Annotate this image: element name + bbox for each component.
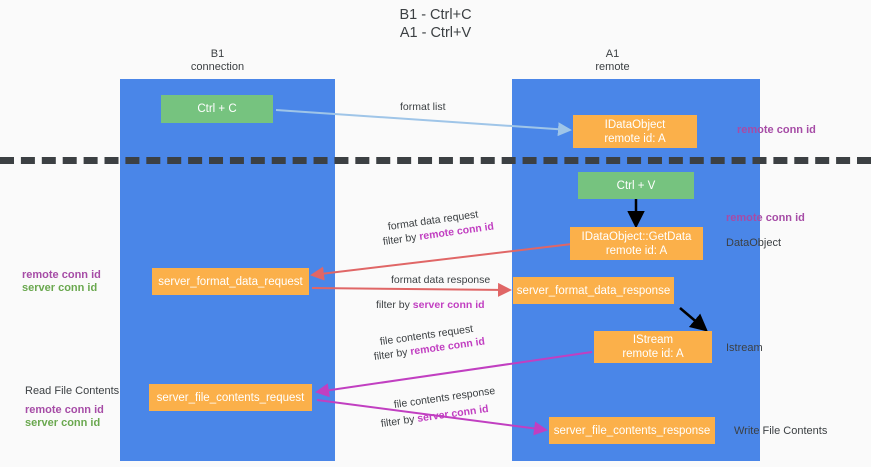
title-line-1: B1 - Ctrl+C [399, 7, 472, 23]
node-server-format-data-request[interactable]: server_format_data_request [152, 268, 309, 295]
phase-divider [0, 157, 871, 164]
diagram-title: B1 - Ctrl+C A1 - Ctrl+V [0, 6, 871, 42]
lane-header-right: A1 remote [545, 48, 680, 74]
annotation-left-server-conn-id-mid: server conn id [22, 282, 98, 294]
lane-left-role: connection [190, 61, 245, 73]
node-ctrl-c[interactable]: Ctrl + C [161, 95, 273, 123]
annotation-right-dataobject: DataObject [726, 237, 782, 249]
node-idataobject[interactable]: IDataObject remote id: A [573, 115, 697, 148]
node-idataobject-sub: remote id: A [604, 132, 666, 145]
edge-format-data-response [311, 282, 512, 297]
node-istream-label: IStream [632, 334, 674, 346]
edge-label-format-data-response: format data response [391, 274, 491, 286]
annotation-right-istream: Istream [726, 342, 763, 354]
node-server-file-contents-request[interactable]: server_file_contents_request [149, 384, 312, 411]
node-server-file-contents-request-label: server_file_contents_request [156, 391, 305, 404]
node-server-format-data-response[interactable]: server_format_data_response [513, 277, 674, 304]
annotation-right-remote-conn-id-mid: remote conn id [726, 212, 805, 224]
node-istream-sub: remote id: A [622, 348, 684, 360]
annotation-left-server-conn-id-bot: server conn id [25, 417, 101, 429]
lane-left-name: B1 [210, 48, 225, 60]
node-getdata-sub: remote id: A [605, 244, 668, 257]
node-server-format-data-request-label: server_format_data_request [158, 275, 303, 288]
filter-key-server-conn-id: server conn id [412, 299, 485, 311]
lane-right-role: remote [595, 61, 630, 73]
lane-right-name: A1 [605, 48, 620, 60]
edge-label-format-data-response-filter: filter by server conn id [376, 299, 485, 311]
lane-header-left: B1 connection [150, 48, 285, 74]
node-ctrl-c-label: Ctrl + C [197, 103, 237, 115]
annotation-left-remote-conn-id-mid: remote conn id [22, 269, 101, 281]
node-ctrl-v[interactable]: Ctrl + V [578, 172, 694, 199]
node-ctrl-v-label: Ctrl + V [616, 179, 656, 192]
title-line-2: A1 - Ctrl+V [399, 25, 472, 41]
node-idataobject-label: IDataObject [604, 118, 666, 131]
node-istream[interactable]: IStream remote id: A [594, 331, 712, 363]
edge-label-format-list: format list [400, 101, 446, 113]
node-getdata-label: IDataObject::GetData [581, 230, 692, 243]
annotation-right-remote-conn-id-top: remote conn id [737, 124, 816, 136]
node-server-file-contents-response-label: server_file_contents_response [553, 424, 711, 437]
annotation-right-write-file-contents: Write File Contents [734, 425, 828, 437]
annotation-left-read-file-contents: Read File Contents [25, 385, 120, 397]
annotation-left-remote-conn-id-bot: remote conn id [25, 404, 104, 416]
node-server-format-data-response-label: server_format_data_response [516, 284, 671, 297]
node-getdata[interactable]: IDataObject::GetData remote id: A [570, 227, 703, 260]
node-server-file-contents-response[interactable]: server_file_contents_response [549, 417, 715, 444]
